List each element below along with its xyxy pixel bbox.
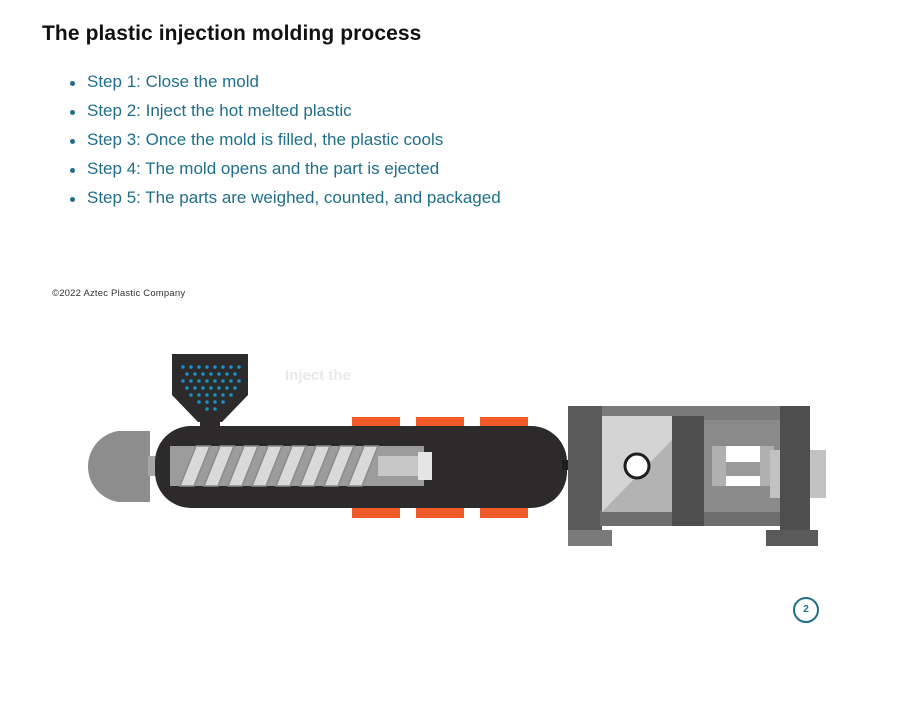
hopper bbox=[172, 354, 248, 434]
list-item-step-4: Step 4: The mold opens and the part is e… bbox=[70, 157, 501, 186]
list-item-step-1: Step 1: Close the mold bbox=[70, 70, 501, 99]
clamp-unit bbox=[568, 406, 826, 546]
step-list: Step 1: Close the mold Step 2: Inject th… bbox=[70, 70, 501, 215]
list-item-step-5: Step 5: The parts are weighed, counted, … bbox=[70, 186, 501, 215]
list-item-step-2: Step 2: Inject the hot melted plastic bbox=[70, 99, 501, 128]
page-number-badge[interactable]: 2 bbox=[793, 597, 819, 623]
page-title: The plastic injection molding process bbox=[42, 22, 422, 45]
copyright-notice: ©2022 Aztec Plastic Company bbox=[52, 288, 186, 299]
injection-machine-diagram: Inject the bbox=[87, 354, 826, 546]
screw bbox=[170, 445, 432, 487]
faint-step-caption: Inject the bbox=[285, 367, 351, 384]
plastic-pellets bbox=[181, 365, 241, 411]
list-item-step-3: Step 3: Once the mold is filled, the pla… bbox=[70, 128, 501, 157]
motor-housing bbox=[87, 431, 150, 502]
